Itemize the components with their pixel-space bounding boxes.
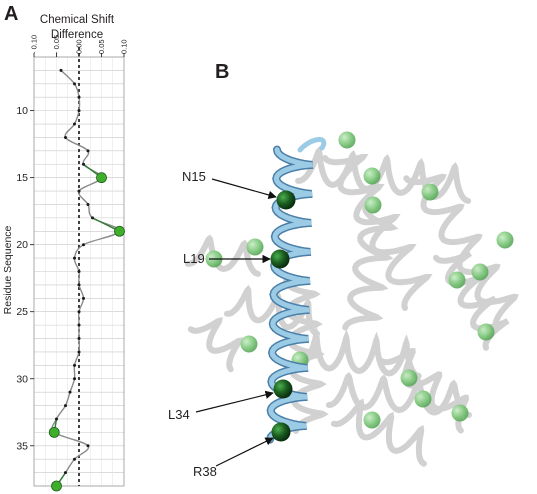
helix-coil (295, 146, 472, 204)
panel-b-label: B (215, 61, 229, 83)
helix-coil (295, 326, 422, 379)
helix-coil (185, 234, 261, 277)
helix-bundle-structure (185, 131, 519, 467)
light-sphere (240, 335, 258, 353)
helix-coil (283, 277, 329, 434)
y-tick-label: 20 (16, 239, 28, 251)
chemical-shift-chart: - 0.10 - 0.05 0.00 0.05 0.10 10 15 20 25 30 35 (16, 35, 129, 492)
highlighted-helix-fill (267, 147, 314, 443)
helix-coil (433, 250, 510, 351)
light-sphere (363, 167, 381, 185)
x-tick-label: - 0.05 (52, 35, 61, 54)
highlighted-helix (266, 137, 327, 444)
data-point (82, 243, 85, 247)
data-point (73, 82, 76, 86)
y-tick-label: 25 (16, 306, 28, 318)
sphere-l19 (270, 249, 290, 269)
data-point (77, 95, 81, 99)
y-tick-label: 30 (16, 373, 28, 385)
light-sphere (448, 271, 466, 289)
highlight-point (51, 480, 62, 492)
light-sphere (421, 183, 439, 201)
sphere-n15 (276, 190, 296, 210)
chart-title-line-2: Difference (51, 29, 103, 41)
data-point (64, 135, 67, 139)
y-tick-label: 35 (16, 440, 28, 452)
data-point (68, 390, 72, 394)
data-point (73, 457, 76, 461)
data-point (77, 310, 81, 314)
light-sphere (496, 231, 514, 249)
chart-series (48, 68, 125, 492)
data-point (86, 202, 90, 206)
residue-label-l19: L19 (183, 251, 205, 266)
x-tick-label: 0.10 (120, 39, 129, 54)
residue-label-n15: N15 (182, 169, 206, 184)
data-point (82, 162, 85, 166)
data-point (73, 363, 76, 367)
residue-label-r38: R38 (193, 464, 217, 479)
x-tick-label: 0.00 (75, 39, 84, 54)
light-sphere (471, 263, 489, 281)
chart-title-line-1: Chemical Shift (40, 14, 115, 26)
data-point (77, 323, 81, 327)
helix-coil (377, 348, 470, 434)
data-point (77, 270, 81, 273)
data-point (77, 189, 81, 193)
data-point (64, 404, 67, 408)
highlighted-helix-tail (297, 137, 327, 153)
arrow-l34 (195, 390, 274, 413)
helix-coil (187, 317, 243, 373)
highlight-point (96, 172, 107, 184)
helix-coil (342, 204, 399, 331)
data-point (91, 216, 94, 220)
helix-coil (330, 398, 427, 467)
data-point (55, 417, 58, 421)
y-tick-label: 15 (16, 172, 28, 184)
data-point (86, 149, 90, 153)
data-point (77, 337, 81, 341)
data-point (77, 350, 81, 354)
series-line (51, 69, 121, 487)
data-point (77, 109, 81, 113)
data-point (77, 283, 81, 287)
helix-coil (325, 372, 472, 418)
light-sphere (246, 238, 264, 256)
light-sphere (363, 411, 381, 429)
x-axis-ticks: - 0.10 - 0.05 0.00 0.05 0.10 (30, 35, 129, 57)
light-sphere (477, 323, 495, 341)
sphere-r38 (271, 422, 291, 442)
y-axis-label: Residue Sequence (2, 225, 14, 314)
x-tick-label: 0.05 (97, 39, 106, 54)
highlight-point (114, 225, 125, 237)
light-sphere (364, 196, 382, 214)
y-axis-ticks: 10 15 20 25 30 35 (16, 105, 34, 452)
data-point (82, 296, 85, 300)
helix-coil (322, 154, 433, 311)
data-point (73, 377, 76, 381)
data-point (64, 471, 67, 475)
highlight-point (48, 426, 60, 438)
light-sphere (400, 369, 418, 387)
light-sphere (338, 131, 356, 149)
x-tick-label: - 0.10 (30, 35, 39, 54)
sphere-l34 (273, 379, 293, 399)
data-point (73, 122, 76, 126)
residue-label-l34: L34 (168, 407, 190, 422)
data-point (59, 68, 63, 72)
y-tick-label: 10 (16, 105, 28, 117)
data-point (86, 444, 90, 448)
light-sphere (414, 390, 432, 408)
panel-a-label: A (4, 3, 18, 25)
arrow-n15 (211, 178, 277, 199)
light-sphere (451, 404, 469, 422)
data-point (73, 256, 76, 260)
arrow-r38 (215, 437, 274, 467)
